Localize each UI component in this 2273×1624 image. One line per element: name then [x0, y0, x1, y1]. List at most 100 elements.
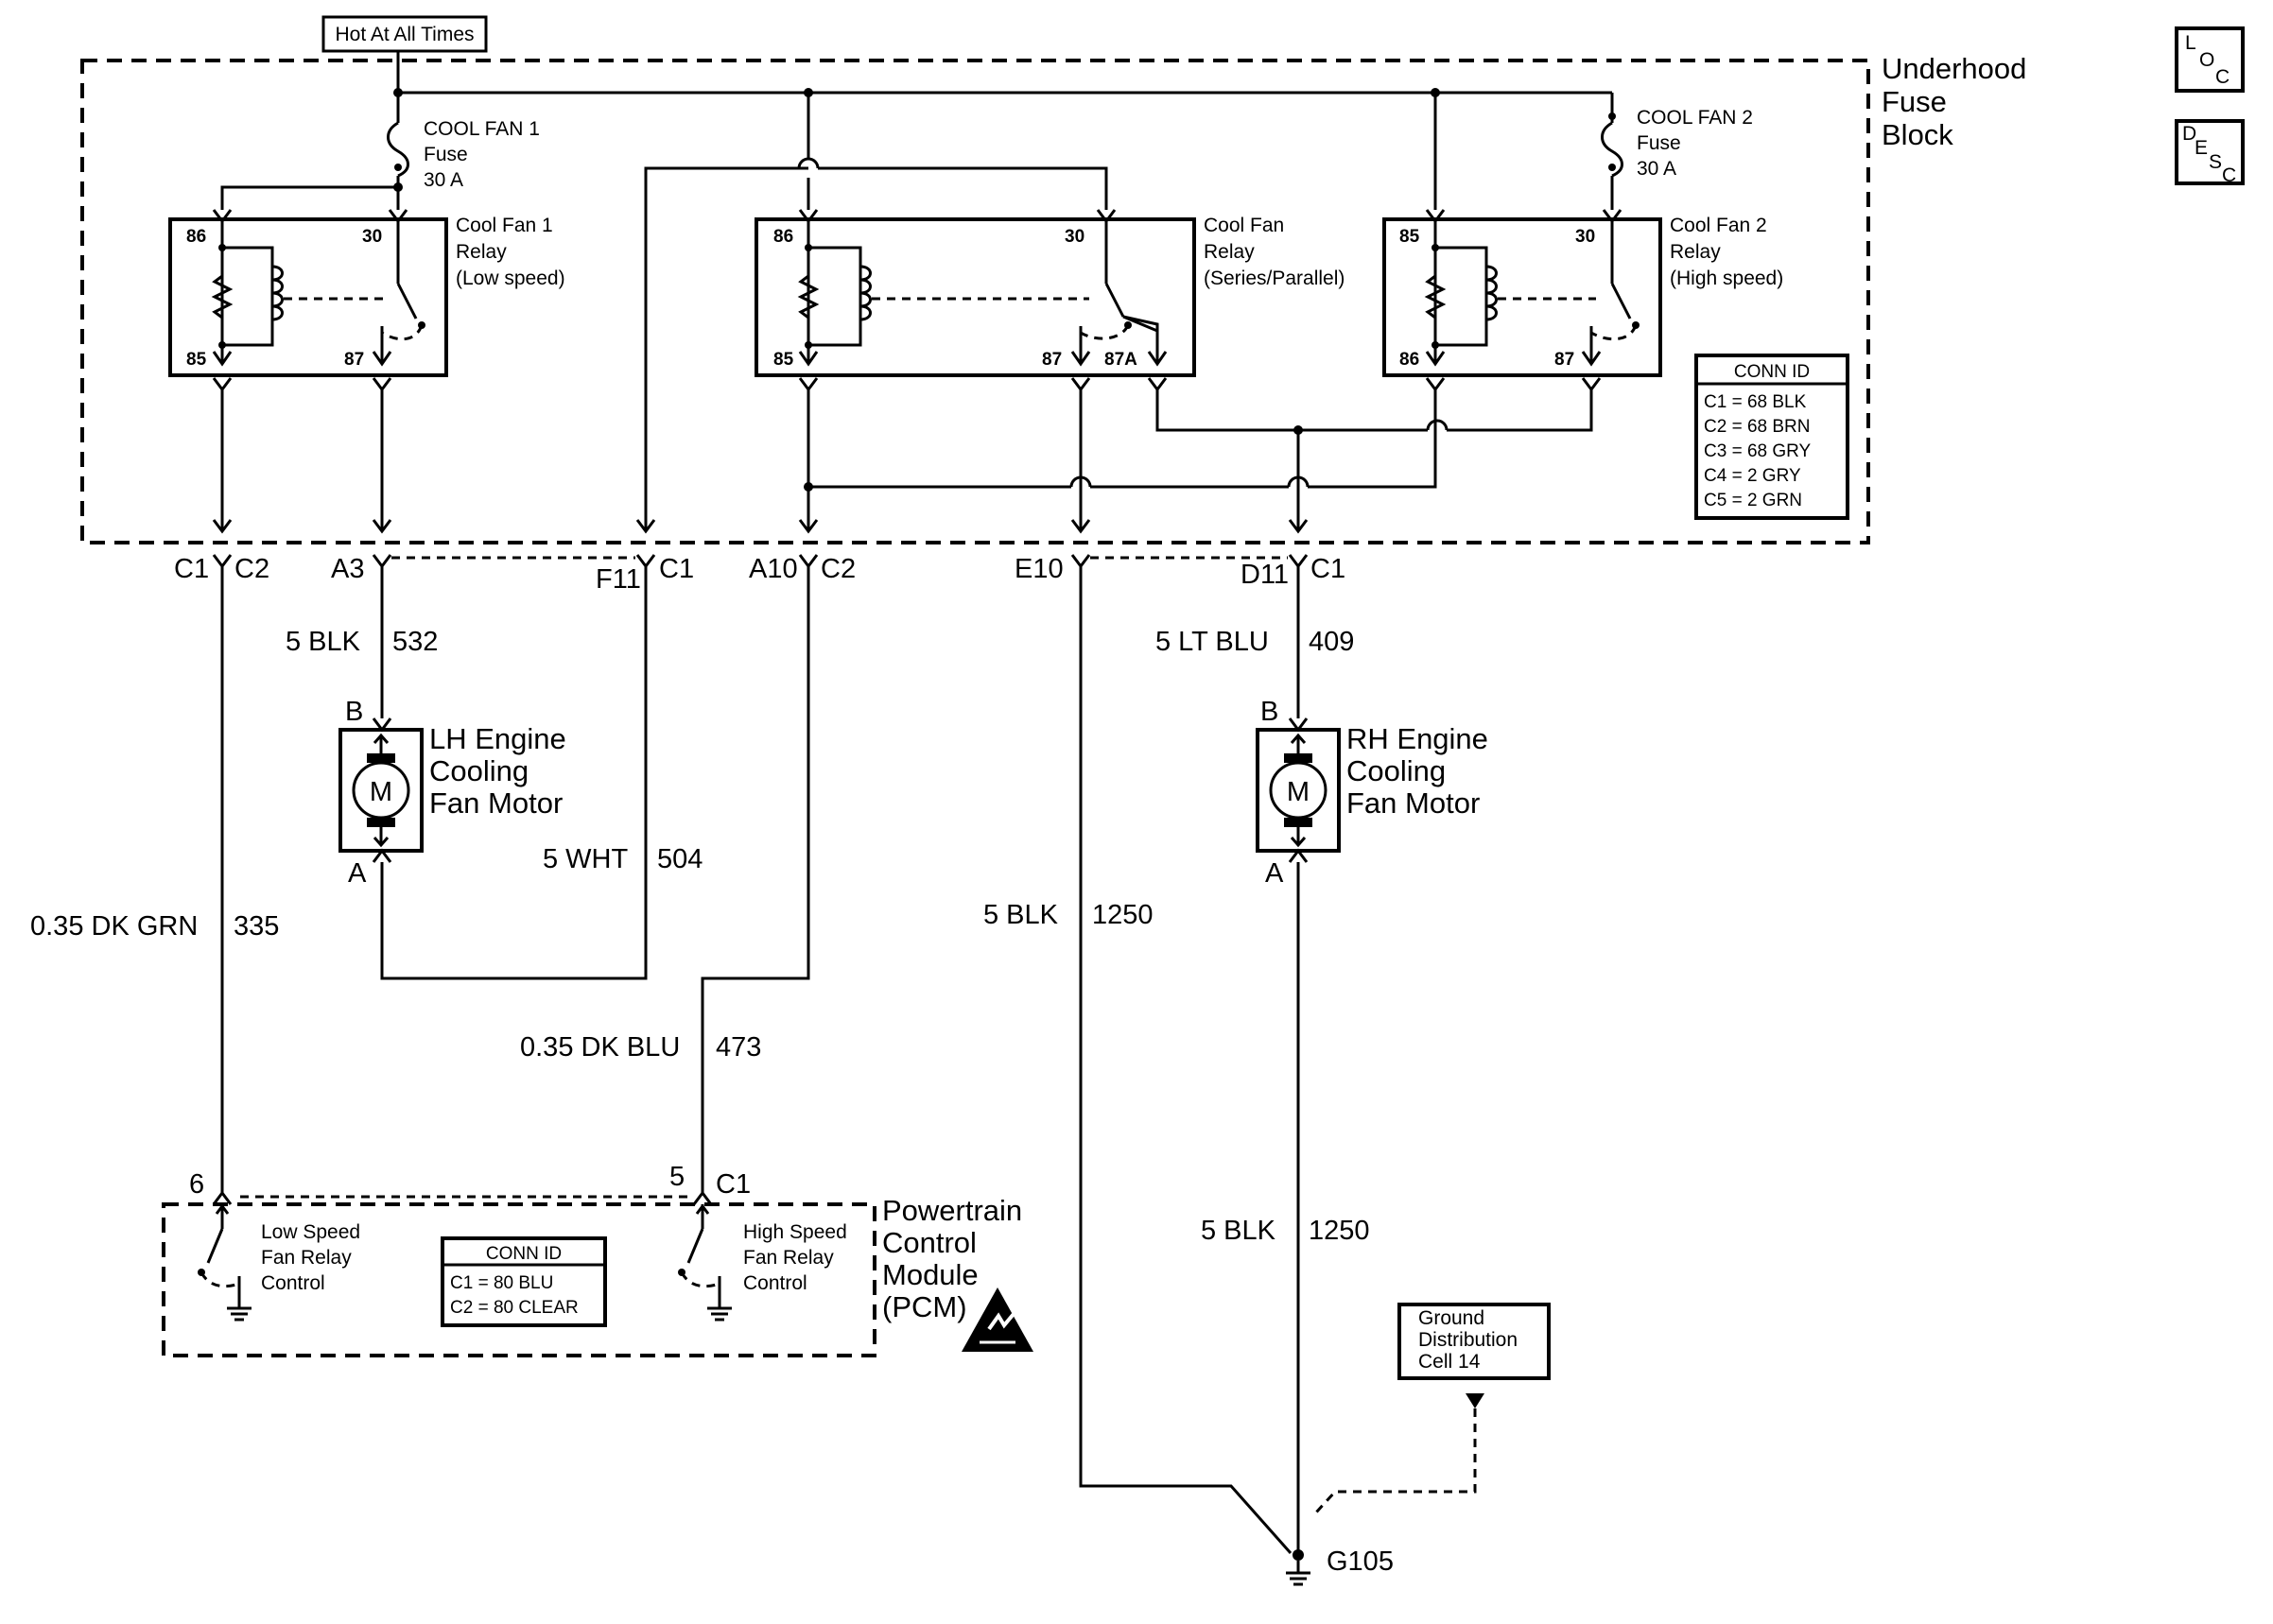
ground-distribution-reference: Ground Distribution Cell 14 — [1314, 1303, 1551, 1514]
wire-1250-number: 1250 — [1309, 1216, 1370, 1246]
relay1-pin-87: 87 — [344, 350, 364, 370]
relay3-pin-30: 30 — [1575, 227, 1595, 247]
rh-motor-name-1: RH Engine — [1346, 722, 1488, 755]
lh-motor-name-3: Fan Motor — [429, 786, 563, 820]
rh-motor-pin-a: A — [1265, 858, 1284, 889]
relay2-pin-30: 30 — [1065, 227, 1084, 247]
conn-id-row: C4 = 2 GRY — [1704, 466, 1801, 486]
fuse1-label-1: COOL FAN 1 — [424, 118, 540, 140]
lh-motor-pin-a: A — [348, 858, 367, 889]
lh-motor-pin-b: B — [345, 697, 363, 727]
pcm-name-1: Powertrain — [882, 1194, 1022, 1227]
connector-a10: A10 — [749, 554, 798, 584]
pcm-low-label-3: Control — [261, 1272, 325, 1294]
wire-409-color: 5 LT BLU — [1155, 627, 1269, 657]
powertrain-control-module: 6 5 C1 Low Speed Fan Relay Control High … — [162, 1162, 876, 1357]
wire-532-color: 5 BLK — [286, 627, 361, 657]
fuse-block-label-3: Block — [1882, 118, 1953, 151]
pcm-conn-id-row: C1 = 80 BLU — [450, 1273, 553, 1293]
connector-a3: A3 — [331, 554, 364, 584]
motor-symbol: M — [370, 777, 392, 807]
motor-symbol: M — [1287, 777, 1310, 807]
rh-motor-pin-b: B — [1260, 697, 1278, 727]
ground-dist-label-1: Ground — [1418, 1307, 1484, 1329]
loc-letter: O — [2199, 49, 2214, 71]
relay2-pin-87: 87 — [1042, 350, 1062, 370]
pcm-high-label-2: Fan Relay — [743, 1247, 834, 1269]
relay2-name-1: Cool Fan — [1204, 215, 1284, 236]
conn-id-row: C1 = 68 BLK — [1704, 392, 1807, 412]
relay2-pin-87a: 87A — [1104, 350, 1137, 370]
pcm-low-label-2: Fan Relay — [261, 1247, 352, 1269]
cool-fan-2-relay: 85 30 86 87 — [1382, 217, 1662, 377]
desc-letter: C — [2222, 164, 2236, 186]
relay3-name-2: Relay — [1670, 241, 1721, 263]
relay1-pin-30: 30 — [362, 227, 382, 247]
ground-g105: G105 — [1286, 1546, 1394, 1586]
lh-engine-cooling-fan-motor: M B A LH Engine Cooling Fan Motor — [338, 697, 566, 889]
lh-motor-name-1: LH Engine — [429, 722, 566, 755]
desc-letter: S — [2209, 151, 2222, 173]
loc-letter: L — [2185, 32, 2196, 54]
cool-fan-series-parallel-relay: 86 30 85 87 87A — [755, 217, 1196, 377]
pcm-conn-id-title: CONN ID — [486, 1244, 562, 1264]
fuse1-label-3: 30 A — [424, 169, 463, 191]
connector-c1: C1 — [1310, 554, 1345, 584]
connector-row: C1 C2 A3 F11 C1 A10 C2 E10 D11 C1 — [174, 554, 1345, 595]
wire-504-number: 504 — [657, 844, 703, 874]
loc-icon[interactable]: L O C — [2175, 26, 2245, 93]
wire-504-color: 5 WHT — [543, 844, 629, 874]
conn-id-row: C3 = 68 GRY — [1704, 441, 1812, 461]
rh-motor-name-3: Fan Motor — [1346, 786, 1480, 820]
wire-1250-number: 1250 — [1092, 900, 1154, 930]
pcm-name-2: Control — [882, 1226, 977, 1259]
relay1-pin-86: 86 — [186, 227, 206, 247]
fuse2-label-1: COOL FAN 2 — [1637, 107, 1753, 129]
fuse-block-conn-id-table: CONN ID C1 = 68 BLK C2 = 68 BRN C3 = 68 … — [1694, 354, 1849, 520]
relay2-pin-86: 86 — [773, 227, 793, 247]
pcm-low-label-1: Low Speed — [261, 1221, 360, 1243]
rh-motor-name-2: Cooling — [1346, 754, 1446, 787]
wire-1250-color: 5 BLK — [1201, 1216, 1276, 1246]
pcm-high-label-1: High Speed — [743, 1221, 847, 1243]
relay2-pin-85: 85 — [773, 350, 794, 370]
connector-c1: C1 — [174, 554, 209, 584]
ground-dist-label-3: Cell 14 — [1418, 1351, 1481, 1373]
esd-warning-icon — [962, 1287, 1033, 1352]
connector-e10: E10 — [1015, 554, 1064, 584]
wire-409-number: 409 — [1309, 627, 1354, 657]
lh-motor-name-2: Cooling — [429, 754, 529, 787]
pcm-conn-id-row: C2 = 80 CLEAR — [450, 1298, 579, 1318]
pcm-high-label-3: Control — [743, 1272, 807, 1294]
pcm-name-3: Module — [882, 1258, 979, 1291]
connector-c1: C1 — [659, 554, 694, 584]
relay3-pin-86: 86 — [1399, 350, 1419, 370]
underhood-fuse-block-border — [80, 59, 1870, 544]
relay1-name-2: Relay — [456, 241, 507, 263]
wire-1250-color: 5 BLK — [983, 900, 1059, 930]
rh-engine-cooling-fan-motor: M B A RH Engine Cooling Fan Motor — [1256, 697, 1488, 889]
conn-id-title: CONN ID — [1734, 362, 1810, 382]
desc-letter: E — [2195, 137, 2208, 159]
pcm-pin-5: 5 — [669, 1162, 685, 1192]
cool-fan-1-fuse: COOL FAN 1 Fuse 30 A — [387, 93, 540, 192]
wire-335-color: 0.35 DK GRN — [30, 911, 198, 942]
fuse2-label-2: Fuse — [1637, 132, 1681, 154]
connector-c2: C2 — [821, 554, 856, 584]
pcm-pin-6: 6 — [189, 1169, 204, 1200]
relay1-name-3: (Low speed) — [456, 268, 565, 289]
wire-532-number: 532 — [392, 627, 438, 657]
connector-d11: D11 — [1241, 560, 1289, 590]
cool-fan-2-fuse: COOL FAN 2 Fuse 30 A — [1601, 93, 1753, 210]
hot-label-text: Hot At All Times — [335, 24, 474, 45]
relay3-pin-87: 87 — [1554, 350, 1574, 370]
conn-id-row: C2 = 68 BRN — [1704, 417, 1810, 437]
relay1-name-1: Cool Fan 1 — [456, 215, 553, 236]
hot-at-all-times-label: Hot At All Times — [321, 15, 488, 53]
fuse1-label-2: Fuse — [424, 144, 468, 165]
wire-473-number: 473 — [716, 1032, 761, 1063]
desc-letter: D — [2182, 123, 2196, 145]
desc-icon[interactable]: D E S C — [2175, 119, 2245, 186]
pcm-name-4: (PCM) — [882, 1290, 967, 1323]
